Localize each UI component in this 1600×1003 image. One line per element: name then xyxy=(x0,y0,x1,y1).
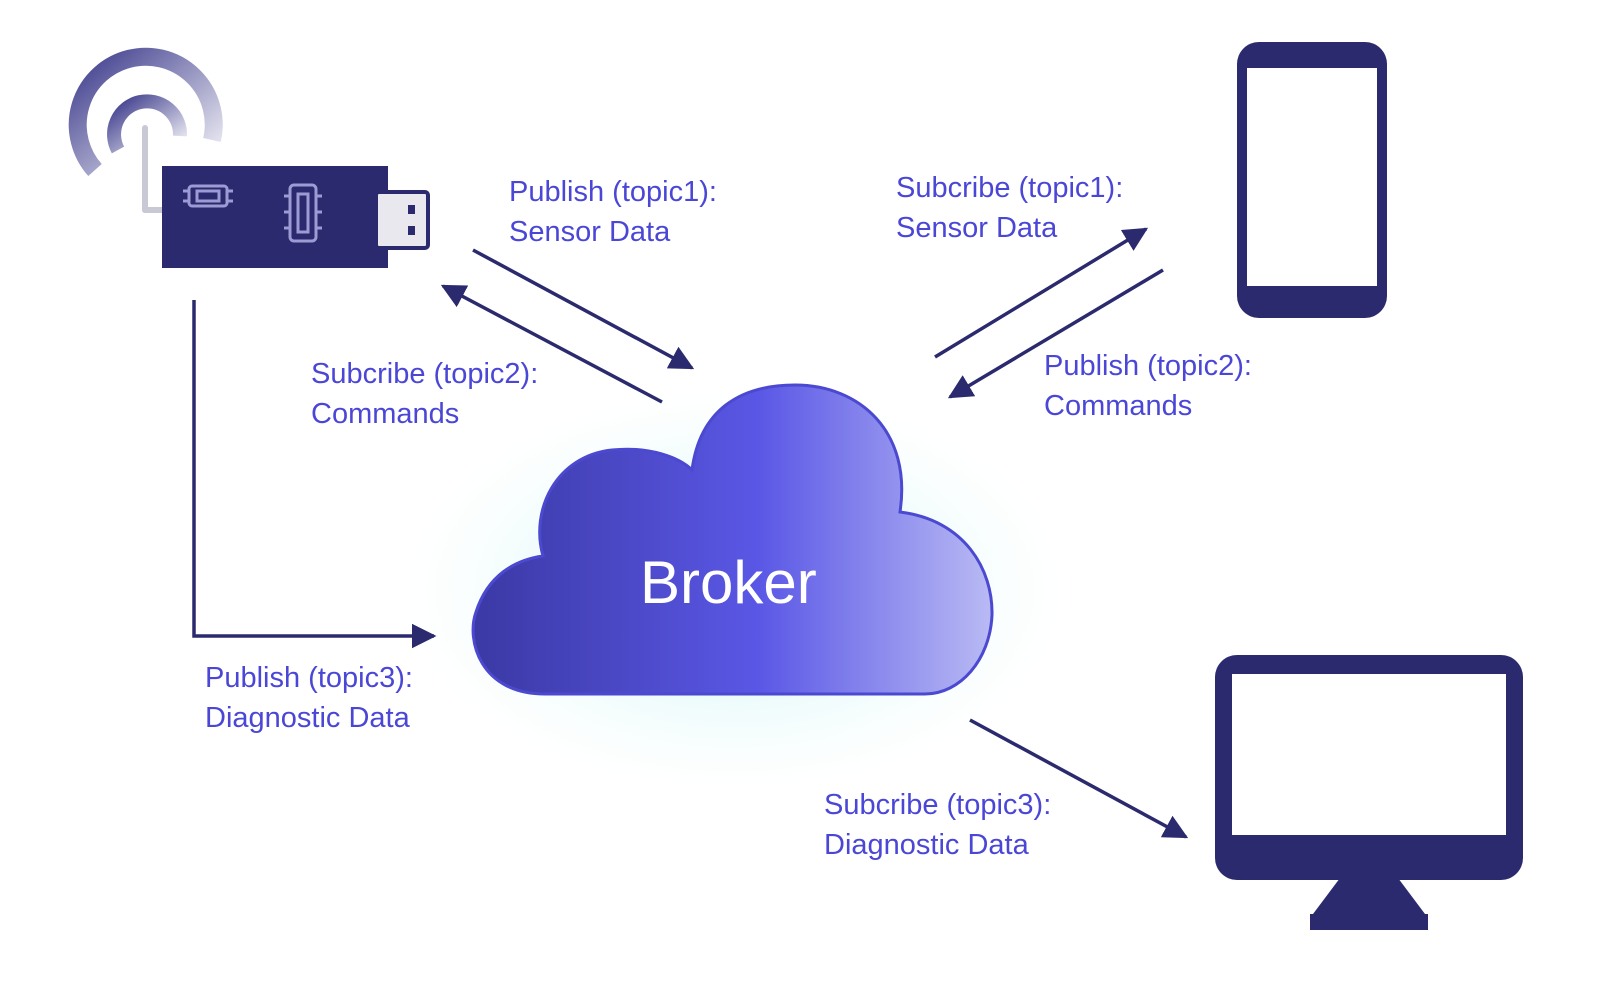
flow-label-device-publish-topic3: Publish (topic3): Diagnostic Data xyxy=(205,662,413,734)
flow-label-device-subscribe-topic2: Subcribe (topic2): Commands xyxy=(311,358,539,430)
flow-label-phone-subscribe-topic1: Subcribe (topic1): Sensor Data xyxy=(896,172,1124,244)
desktop-monitor-icon xyxy=(1215,655,1523,930)
usb-iot-device-icon xyxy=(162,166,430,268)
flow-label-monitor-subscribe-topic3: Subcribe (topic3): Diagnostic Data xyxy=(824,789,1052,861)
arrow-broker-to-device-topic2 xyxy=(440,284,663,404)
wireless-signal-icon xyxy=(68,47,223,213)
arrows xyxy=(192,227,1189,839)
flow-label-device-publish-topic1: Publish (topic1): Sensor Data xyxy=(509,176,717,248)
broker-label: Broker xyxy=(640,549,817,616)
arrow-phone-to-broker-topic2 xyxy=(947,268,1164,399)
flow-label-phone-publish-topic2: Publish (topic2): Commands xyxy=(1044,350,1252,422)
chip-icon xyxy=(183,184,233,208)
arrow-device-to-broker-topic1 xyxy=(472,248,695,370)
cloud-icon xyxy=(471,383,994,696)
arrow-broker-to-monitor-topic3 xyxy=(969,718,1189,839)
processor-icon xyxy=(284,183,322,243)
arrow-device-to-broker-topic3 xyxy=(192,300,437,649)
arrow-broker-to-phone-topic1 xyxy=(934,227,1149,359)
smartphone-icon xyxy=(1237,42,1387,318)
